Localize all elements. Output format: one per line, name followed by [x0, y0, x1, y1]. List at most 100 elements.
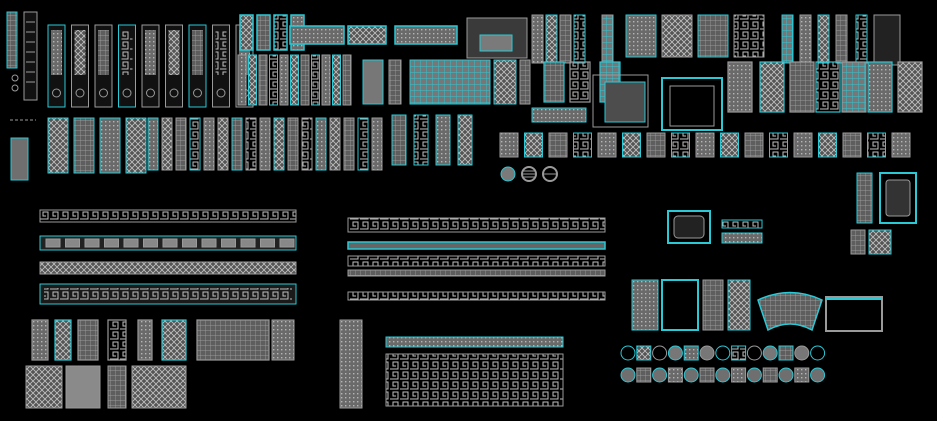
lattice-tile — [77, 319, 99, 361]
roundel-circle — [667, 345, 683, 361]
frieze-segment — [240, 238, 256, 248]
carved-screen — [531, 14, 544, 64]
lattice-door — [125, 117, 147, 174]
carved-screen — [697, 14, 729, 58]
carved-screen — [559, 14, 572, 64]
door-frames — [466, 17, 883, 332]
lattice-tile — [271, 319, 295, 361]
narrow-panel — [248, 54, 257, 106]
narrow-panel — [279, 54, 289, 106]
small-tall-panel — [273, 14, 288, 51]
lattice-friezes — [39, 209, 297, 305]
tall-door-panel-inset — [121, 30, 133, 75]
roundel-circle — [620, 345, 636, 361]
frieze-segment — [201, 238, 217, 248]
narrow-panel — [342, 54, 352, 106]
roundel-icons — [620, 345, 826, 383]
narrow-panel — [311, 54, 320, 106]
tall-door-panel-knob — [169, 88, 179, 98]
roundel-circle — [652, 367, 668, 383]
roundel-square — [731, 345, 747, 361]
carved-screen — [733, 14, 765, 58]
frieze-segment — [65, 238, 80, 248]
roundel-square — [794, 367, 810, 383]
narrow-panel — [321, 54, 331, 106]
tall-door-panel-inset — [74, 30, 86, 75]
narrow-panel — [301, 117, 313, 171]
fretwork-band — [339, 319, 363, 409]
lattice-column — [457, 114, 473, 166]
bottom-lattice-tiles — [25, 319, 295, 409]
narrow-panel — [269, 54, 278, 106]
carved-screen — [727, 61, 753, 113]
carved-screen — [759, 61, 785, 113]
carved-screen — [543, 61, 565, 103]
tall-door-panel-inset — [51, 30, 62, 75]
carved-screen — [855, 14, 868, 64]
carved-screen — [835, 14, 848, 64]
tall-door-panel-knob — [193, 88, 202, 98]
carved-screen — [601, 14, 614, 64]
frieze-segment — [260, 238, 275, 248]
roundel-square — [762, 367, 778, 383]
lattice-column — [435, 114, 451, 166]
tall-door-panel-inset — [168, 30, 180, 75]
roundel-square — [778, 345, 794, 361]
round-ornaments — [500, 166, 558, 182]
carved-screen — [897, 61, 923, 113]
meander-borders — [347, 217, 606, 407]
carved-screen — [661, 14, 693, 58]
tall-door-panel-inset — [98, 30, 109, 75]
roundel-circle — [794, 345, 810, 361]
carved-screen — [781, 14, 794, 64]
roundel-circle — [620, 367, 636, 383]
square-panel — [646, 132, 666, 158]
roundel-circle — [746, 367, 762, 383]
narrow-panel — [371, 117, 383, 171]
carved-screen — [569, 61, 591, 103]
frieze-segment — [123, 238, 139, 248]
square-panel — [499, 132, 519, 158]
narrow-panel — [357, 117, 369, 171]
square-panel — [720, 132, 739, 158]
lattice-tile — [161, 319, 187, 361]
lattice-column — [413, 114, 429, 166]
roundel-square — [636, 367, 652, 383]
carved-screen — [625, 14, 657, 58]
narrow-panel — [287, 117, 299, 171]
square-panel — [891, 132, 911, 158]
narrow-panel — [329, 117, 341, 171]
narrow-panel — [237, 54, 247, 106]
narrow-panel — [519, 59, 531, 105]
carved-lintel — [394, 25, 458, 45]
carved-lintel — [289, 25, 345, 45]
square-panel — [548, 132, 568, 158]
narrow-panel — [217, 117, 229, 171]
frieze-segment — [162, 238, 178, 248]
square-panel — [671, 132, 690, 158]
square-panel — [793, 132, 813, 158]
grid-screen — [409, 59, 491, 105]
tall-door-panel-knob — [99, 88, 108, 98]
narrow-panel — [161, 117, 173, 171]
square-panel — [867, 132, 886, 158]
frieze-segment — [221, 238, 236, 248]
lattice-tile — [65, 365, 101, 409]
roundel-square — [636, 345, 652, 361]
carved-screen-grid — [499, 14, 923, 158]
tall-panels-row — [47, 14, 531, 174]
lattice-tile — [196, 319, 270, 361]
narrow-panel — [332, 54, 341, 106]
lattice-door — [99, 117, 121, 174]
tall-door-panel-inset — [215, 30, 227, 75]
carved-screen — [573, 14, 586, 64]
tall-door-panel-knob — [216, 88, 226, 98]
narrow-panel — [315, 117, 327, 171]
carved-screen — [841, 61, 867, 113]
frieze-segment — [143, 238, 158, 248]
lattice-tile — [131, 365, 187, 409]
narrow-panel — [290, 54, 299, 106]
narrow-panel — [258, 54, 268, 106]
